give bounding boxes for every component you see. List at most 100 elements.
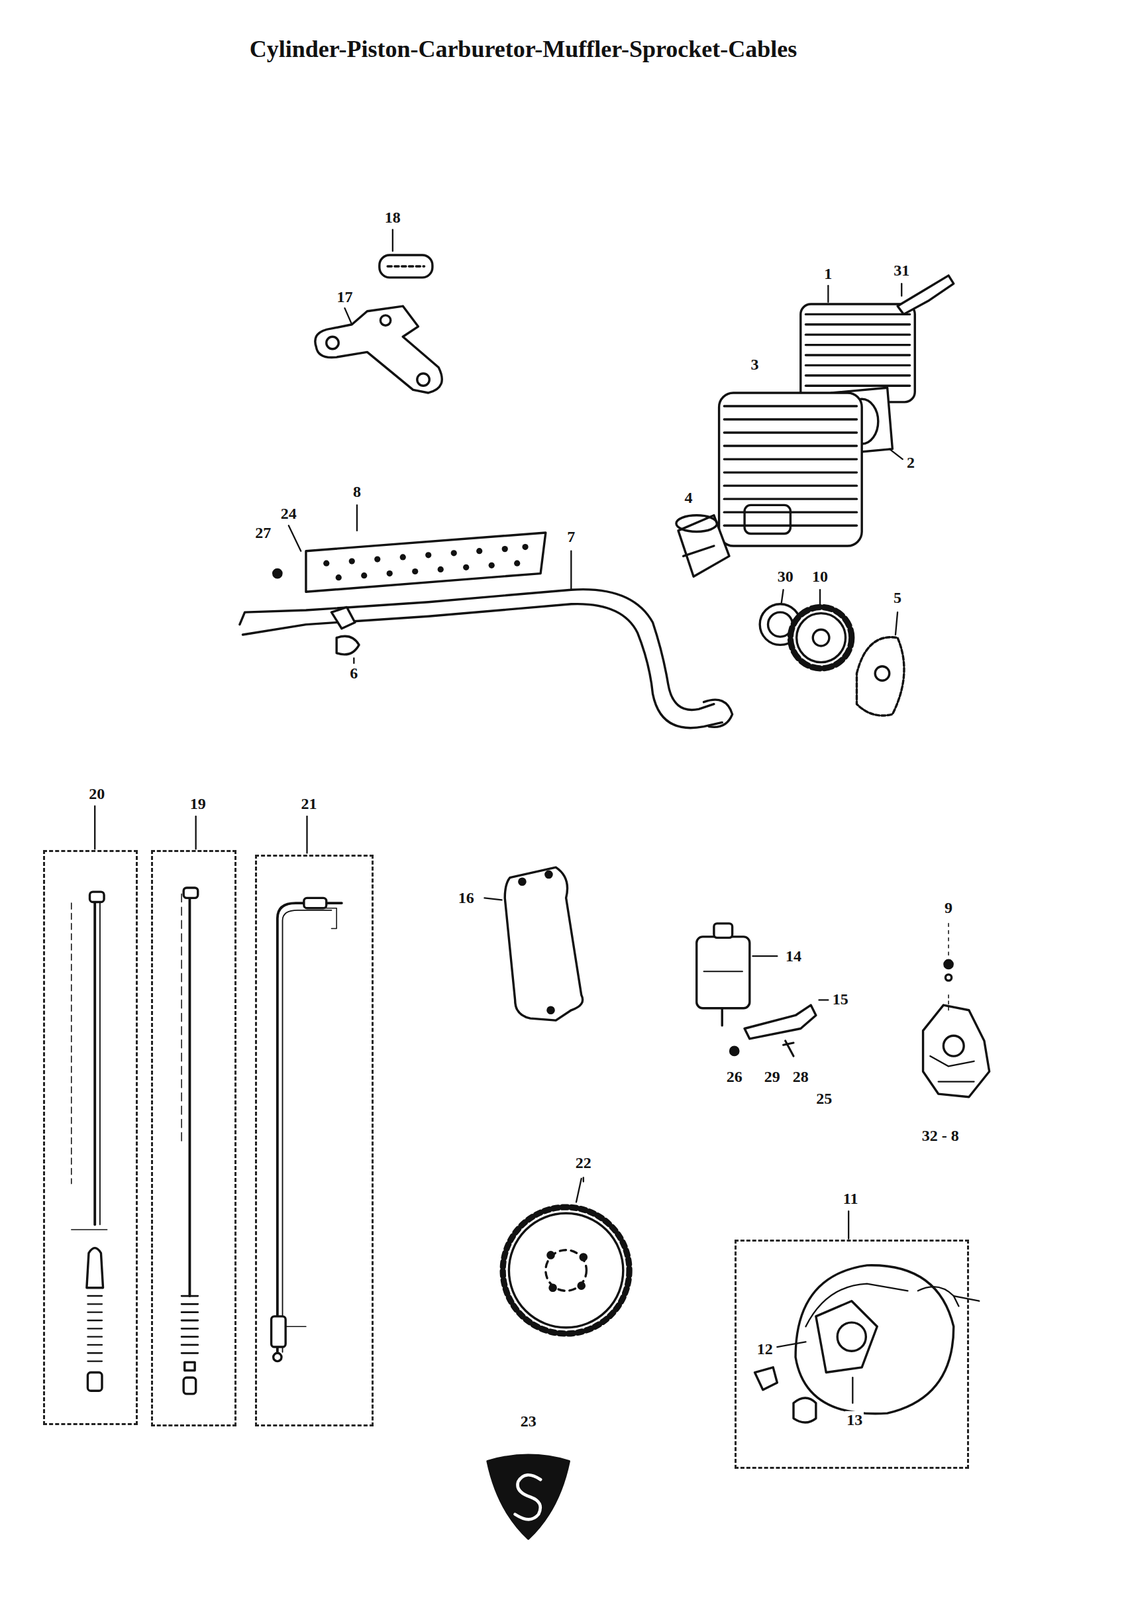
callout-number: 18 [383, 208, 403, 226]
piston-part [676, 515, 730, 577]
callout-number: 20 [87, 784, 106, 803]
carburetor [945, 974, 952, 981]
carburetor [923, 923, 990, 1097]
cylinder-part [805, 343, 910, 346]
link-part [379, 229, 433, 278]
magneto [851, 1377, 854, 1403]
callout-number: 31 [892, 261, 911, 279]
cable-part [87, 1295, 103, 1362]
heat-shield [273, 504, 546, 592]
heat-shield [306, 532, 546, 592]
bracket-part [315, 306, 442, 393]
cylinder-part [723, 484, 857, 487]
callout-number: 1 [822, 264, 834, 282]
cover-plate [545, 870, 552, 877]
cable-part [183, 1377, 196, 1394]
cylinder-part [805, 333, 910, 336]
heat-shield [513, 560, 520, 567]
spark-plug [900, 283, 903, 296]
cylinder-part [723, 457, 857, 460]
carburetor [943, 1035, 964, 1056]
cable-part [306, 908, 337, 929]
cylinder-part [723, 404, 857, 407]
cable-part [86, 1247, 104, 1288]
heat-shield [437, 566, 444, 573]
magneto [837, 1322, 866, 1351]
muffler-pipe [242, 604, 722, 728]
bracket-part [417, 373, 430, 386]
callout-number: 7 [565, 527, 577, 546]
heat-shield [273, 568, 282, 577]
callout-number: 13 [845, 1410, 864, 1429]
cylinder-part [805, 313, 910, 316]
cable-part [183, 887, 199, 898]
emblem [487, 1454, 569, 1538]
carburetor [938, 1080, 975, 1082]
rear-sprocket [545, 1249, 587, 1291]
magneto [776, 1341, 806, 1347]
cylinder-part [805, 323, 910, 326]
cover-plate [484, 897, 502, 900]
cable-part [188, 893, 191, 1296]
heat-shield [288, 525, 301, 552]
emblem [515, 1474, 541, 1519]
muffler-pipe [336, 635, 359, 655]
gasket-part [889, 449, 903, 460]
piston-part [683, 545, 715, 556]
heat-shield [502, 545, 509, 552]
magneto [793, 1397, 817, 1423]
rear-sprocket [502, 1178, 630, 1334]
tank-bracket [783, 1040, 794, 1056]
magneto [918, 1286, 960, 1306]
drive-sprocket [790, 606, 852, 668]
heat-shield [374, 555, 381, 562]
callout-number: 23 [519, 1412, 538, 1430]
cover-part [874, 666, 890, 681]
magneto [754, 1367, 777, 1390]
rear-sprocket [549, 1284, 556, 1291]
cylinder-part [723, 497, 857, 500]
cylinder-part [723, 444, 857, 447]
cylinder-part [805, 353, 910, 356]
dashed-group-box: 21 [255, 854, 374, 1426]
heat-shield [356, 504, 358, 531]
callout-number: 8 [351, 482, 363, 501]
rear-sprocket [502, 1206, 630, 1334]
cable-part [71, 891, 108, 1391]
callout-number: 2 [905, 453, 917, 471]
heat-shield [349, 557, 356, 564]
piston-part [678, 515, 730, 577]
leader-line [582, 1177, 585, 1181]
cable-part [93, 897, 97, 1225]
cylinder-part [800, 304, 915, 403]
callout-number: 21 [299, 794, 318, 813]
magneto [754, 1265, 979, 1423]
oil-tank [704, 970, 744, 972]
callout-number: 9 [943, 898, 954, 917]
muffler-pipe [570, 551, 572, 591]
cylinder-part [723, 417, 857, 420]
cylinder-part [800, 285, 915, 403]
heat-shield [476, 547, 483, 554]
drive-sprocket [819, 589, 821, 607]
dashed-group-box: 111213 [734, 1239, 970, 1469]
callout-number: 27 [253, 523, 273, 542]
carburetor [929, 1055, 974, 1066]
callout-number: 25 [814, 1089, 834, 1107]
link-part [392, 229, 394, 252]
emblem [487, 1454, 569, 1538]
muffler-pipe [331, 606, 355, 628]
cable-part [99, 897, 101, 1225]
callout-number: 28 [791, 1067, 811, 1085]
cable-part [285, 1325, 307, 1327]
drive-sprocket [796, 613, 846, 663]
leader-line [847, 1210, 850, 1239]
heat-shield [335, 574, 342, 581]
heat-shield [386, 570, 393, 577]
cable-part [70, 902, 73, 1184]
heat-shield [488, 562, 495, 569]
cover-plate [504, 867, 583, 1021]
